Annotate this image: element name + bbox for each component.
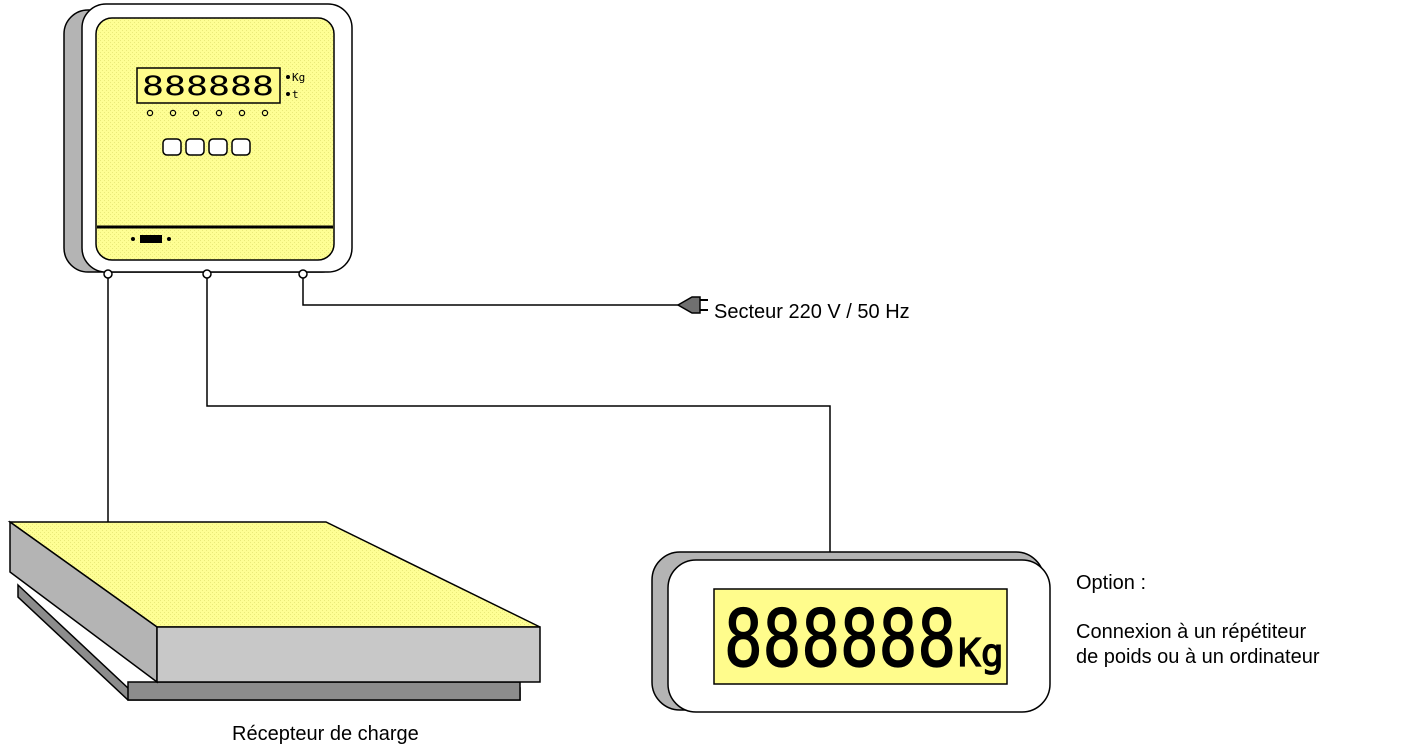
key-3 bbox=[208, 138, 228, 156]
load-receptor-platform bbox=[7, 520, 541, 701]
unit-kg-label: Kg bbox=[292, 71, 305, 84]
option-description-line2: de poids ou à un ordinateur bbox=[1076, 646, 1320, 668]
weight-repeater: 888888 Kg bbox=[651, 551, 1051, 713]
brand-badge-icon bbox=[131, 235, 171, 243]
option-title: Option : bbox=[1076, 572, 1147, 594]
load-receptor-label: Récepteur de charge bbox=[232, 723, 419, 745]
power-plug-icon bbox=[676, 296, 708, 314]
indicator-keys bbox=[162, 138, 251, 156]
option-description-line1: Connexion à un répétiteur bbox=[1076, 621, 1307, 643]
repeater-lcd bbox=[713, 588, 1008, 685]
cable-to-mains bbox=[302, 278, 680, 306]
cable-to-repeater bbox=[206, 278, 831, 552]
status-leds bbox=[146, 109, 269, 117]
key-4 bbox=[231, 138, 251, 156]
mains-supply-label: Secteur 220 V / 50 Hz bbox=[714, 301, 910, 323]
indicator-lcd bbox=[136, 67, 281, 104]
key-1 bbox=[162, 138, 182, 156]
repeater-lcd-digits: 888888 bbox=[724, 595, 956, 685]
cable-glands bbox=[103, 269, 308, 279]
cables bbox=[107, 278, 831, 552]
unit-t-label: t bbox=[292, 88, 299, 101]
weight-indicator: 888888 Kg t bbox=[63, 3, 353, 279]
repeater-unit-label: Kg bbox=[958, 631, 1004, 675]
indicator-lcd-digits: 888888 bbox=[142, 71, 274, 102]
key-2 bbox=[185, 138, 205, 156]
